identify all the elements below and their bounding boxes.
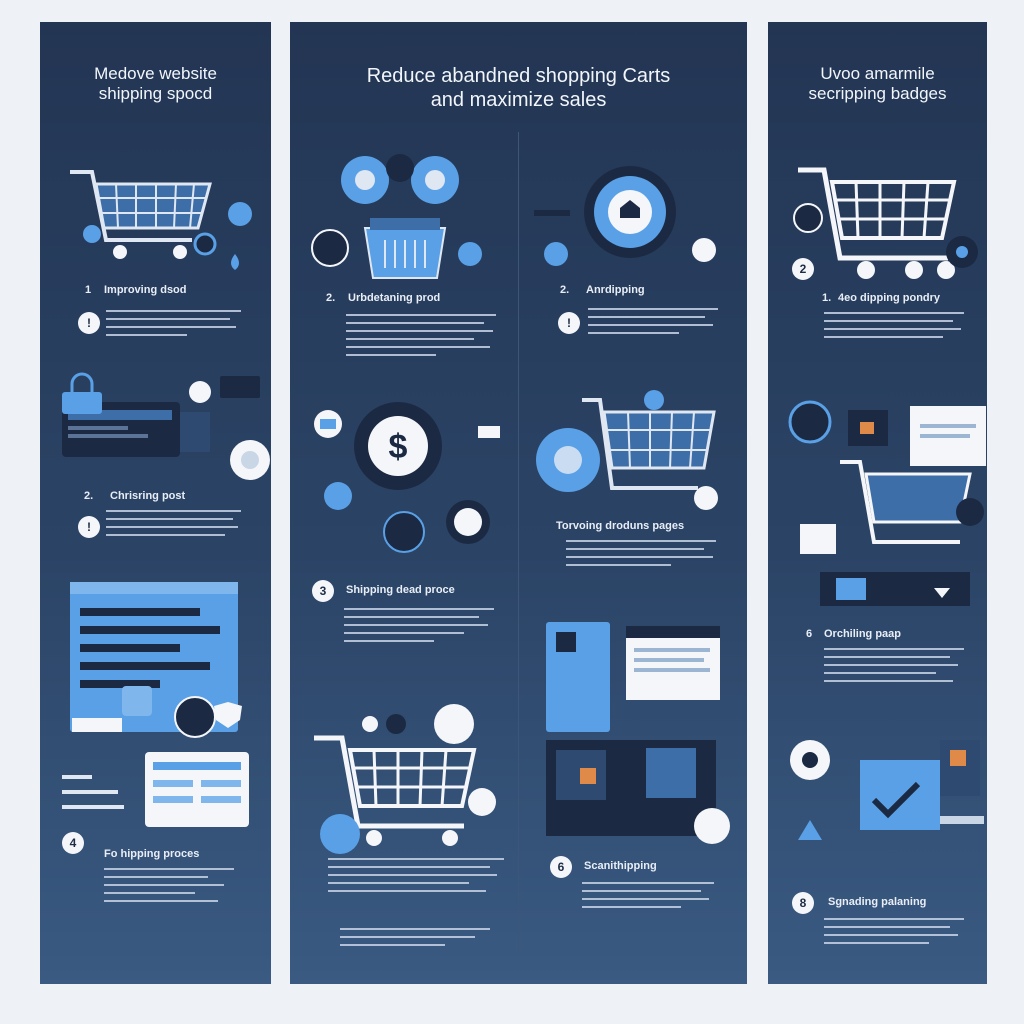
- step-title: 4eo dipping pondry: [838, 292, 941, 304]
- dollar-coin-icon: $: [314, 402, 500, 553]
- step-badge: 3: [312, 580, 334, 602]
- step-number: 2.: [560, 284, 570, 296]
- panel-title: Medove website shipping spocd: [94, 64, 217, 104]
- shield-icon: [214, 702, 242, 728]
- gears-basket-icon: [311, 154, 482, 279]
- step-badge: !: [558, 312, 580, 334]
- shopping-cart-icon: [798, 167, 957, 279]
- step-description: [106, 510, 241, 542]
- step-description: [582, 882, 714, 914]
- form-card-icon: [145, 752, 249, 827]
- step-description: [824, 312, 964, 344]
- right-illustrations: [788, 167, 986, 840]
- step-description: [328, 858, 504, 898]
- step-title: Torvoing droduns pages: [556, 520, 685, 532]
- panel-title: Uvoo amarmile secripping badges: [808, 64, 947, 104]
- home-target-icon: [534, 166, 716, 266]
- step-description: [344, 608, 494, 648]
- step-number: 2.: [326, 292, 336, 304]
- growth-chart-icon: [790, 740, 984, 840]
- step-description: [824, 648, 964, 688]
- left-illustrations: [62, 170, 270, 827]
- step-description: [104, 868, 234, 908]
- step-number: 1.: [822, 292, 832, 304]
- step-title: Fo hipping proces: [104, 848, 200, 860]
- browser-window-icon: [70, 582, 238, 732]
- panel-improve-shipping-speed: Medove website shipping spocd: [40, 22, 271, 984]
- drop-icon: [231, 254, 239, 270]
- step-badge: !: [78, 312, 100, 334]
- step-badge: 8: [792, 892, 814, 914]
- gear-icon: [228, 202, 252, 226]
- step-number: 2.: [84, 490, 94, 502]
- step-title: Scanithipping: [584, 860, 657, 872]
- step-title: Orchiling paap: [824, 628, 902, 640]
- svg-text:$: $: [389, 428, 408, 466]
- step-description: [566, 540, 716, 572]
- panel-shipping-badges: Uvoo amarmile secripping badges: [768, 22, 987, 984]
- shopping-cart-icon: [314, 704, 496, 854]
- step-badge: 6: [550, 856, 572, 878]
- step-title: Urbdetaning prod: [348, 292, 441, 304]
- step-description: [106, 310, 241, 342]
- footer-note: [340, 928, 490, 952]
- step-badge: !: [78, 516, 100, 538]
- step-badge: 4: [62, 832, 84, 854]
- step-title: Anrdipping: [586, 284, 645, 296]
- step-title: Shipping dead proce: [346, 584, 455, 596]
- browser-window-icon: [546, 622, 730, 844]
- panel-reduce-abandoned-carts: Reduce abandned shopping Carts and maxim…: [290, 22, 747, 984]
- shopping-cart-icon: [536, 390, 718, 510]
- step-title: Sgnading palaning: [828, 896, 927, 908]
- step-number: 1: [85, 284, 92, 296]
- step-description: [824, 918, 964, 950]
- arrows-icon: [62, 775, 124, 809]
- step-badge: 2: [792, 258, 814, 280]
- browser-window-icon: [788, 400, 986, 606]
- step-description: [588, 308, 718, 340]
- step-number: 6: [806, 628, 813, 640]
- shopping-cart-icon: [70, 170, 212, 259]
- panel-title: Reduce abandned shopping Carts and maxim…: [366, 65, 671, 111]
- column-divider: [518, 132, 519, 952]
- payment-card-icon: [62, 372, 270, 480]
- step-title: Improving dsod: [104, 284, 187, 296]
- center-illustrations: $: [311, 154, 730, 854]
- step-title: Chrisring post: [110, 490, 186, 502]
- step-description: [346, 314, 496, 362]
